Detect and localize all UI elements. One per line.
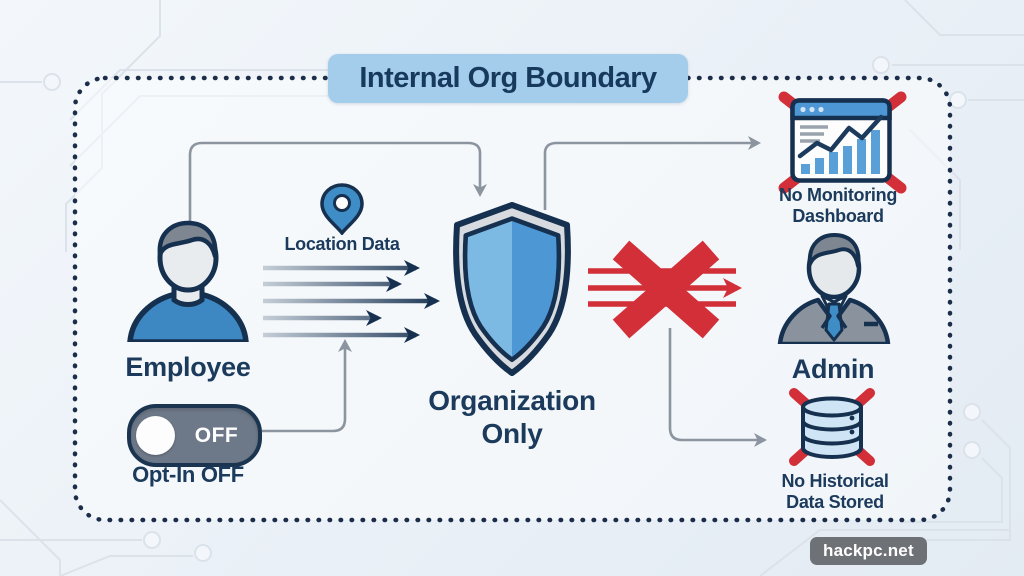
connector-toggle-to-flow [262, 339, 352, 433]
organization-label-line2: Only [481, 418, 543, 450]
no-monitoring-line2: Dashboard [792, 205, 884, 226]
no-monitoring-line1: No Monitoring [778, 185, 898, 205]
opt-in-toggle[interactable]: OFF [127, 404, 262, 467]
employee-person-icon [127, 220, 249, 342]
employee-label: Employee [125, 352, 251, 382]
red-x-icon [612, 240, 720, 339]
internal-org-boundary-title: Internal Org Boundary [328, 54, 688, 103]
no-monitoring-label: No Monitoring Dashboard [762, 185, 914, 226]
location-data-label: Location Data [284, 234, 400, 254]
admin-person-icon [777, 233, 891, 344]
location-data-arrows [263, 260, 440, 343]
organization-label-line1: Organization [428, 385, 596, 416]
admin-label: Admin [791, 354, 875, 384]
no-history-label: No Historical Data Stored [760, 471, 910, 512]
no-history-line2: Data Stored [786, 491, 884, 512]
organization-only-label: Organization Only [412, 384, 612, 450]
shield-icon [453, 202, 571, 376]
monitoring-dashboard-icon [790, 98, 892, 183]
location-pin-icon [320, 183, 364, 235]
toggle-state-label: OFF [194, 423, 239, 447]
opt-in-caption: Opt-In OFF [132, 462, 244, 487]
connector-shield-to-dashboard [543, 136, 761, 210]
connector-employee-to-shield [188, 141, 487, 228]
watermark-badge: hackpc.net [810, 537, 927, 565]
toggle-knob[interactable] [136, 416, 175, 455]
no-history-line1: No Historical [781, 471, 889, 491]
connector-x-to-database [668, 328, 767, 447]
database-icon [801, 396, 863, 459]
